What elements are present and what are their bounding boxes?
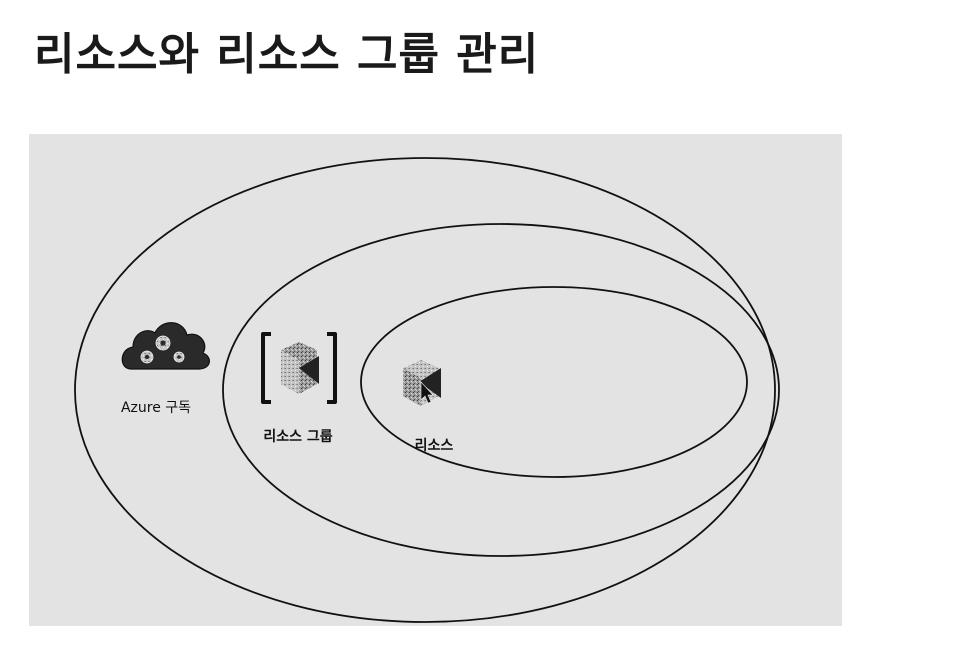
- subscription-label: Azure 구독: [121, 400, 191, 416]
- bracketed-cube-icon: [261, 332, 337, 404]
- subscription-scope-ellipse: [74, 157, 776, 623]
- cube-cursor-icon: [403, 360, 441, 406]
- resource-group-label: 리소스 그룹: [263, 429, 332, 445]
- cloud-gears-icon: [121, 322, 210, 370]
- resource-label: 리소스: [415, 438, 454, 454]
- resource-scope-ellipse: [360, 286, 748, 478]
- diagram-canvas: Azure 구독 리소스 그룹 리소스: [29, 134, 842, 626]
- resource-group-scope-ellipse: [222, 223, 780, 557]
- page-title: 리소스와 리소스 그룹 관리: [34, 29, 540, 80]
- nested-scope-diagram: Azure 구독 리소스 그룹 리소스: [29, 134, 842, 626]
